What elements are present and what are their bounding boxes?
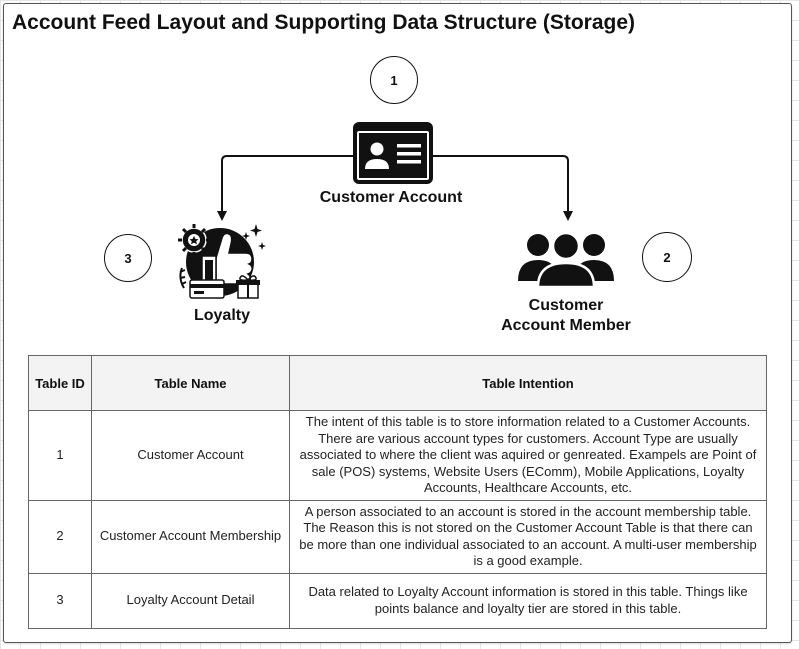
table-header-row: Table ID Table Name Table Intention (28, 355, 767, 411)
header-table-intention: Table Intention (289, 355, 767, 411)
cell-id: 3 (28, 572, 92, 629)
cell-intention: A person associated to an account is sto… (289, 499, 767, 574)
cell-name: Loyalty Account Detail (91, 572, 290, 629)
table-definitions: Table ID Table Name Table Intention 1 Cu… (28, 355, 767, 629)
cell-id: 2 (28, 499, 92, 574)
cell-name: Customer Account (91, 410, 290, 501)
cell-intention: Data related to Loyalty Account informat… (289, 572, 767, 629)
node-number-2: 2 (642, 232, 692, 282)
cell-id: 1 (28, 410, 92, 501)
cell-name: Customer Account Membership (91, 499, 290, 574)
header-table-name: Table Name (91, 355, 290, 411)
loyalty-label: Loyalty (193, 307, 250, 324)
member-label-line2: Account Member (501, 317, 631, 334)
node-number-3: 3 (104, 234, 152, 282)
table-row: 3 Loyalty Account Detail Data related to… (28, 572, 767, 629)
people-group-icon (518, 231, 614, 289)
loyalty-thumbs-up-icon (178, 224, 266, 299)
member-label: Customer Account Member (486, 296, 646, 336)
member-label-line1: Customer (528, 297, 604, 314)
diagram-title: Account Feed Layout and Supporting Data … (12, 11, 636, 34)
node-number-1: 1 (370, 56, 418, 104)
id-card-icon (353, 122, 433, 184)
table-row: 1 Customer Account The intent of this ta… (28, 410, 767, 501)
connector-to-loyalty (217, 155, 353, 221)
header-table-id: Table ID (28, 355, 92, 411)
table-row: 2 Customer Account Membership A person a… (28, 499, 767, 574)
connector-to-member (433, 155, 573, 221)
customer-account-label: Customer Account (319, 189, 463, 206)
cell-intention: The intent of this table is to store inf… (289, 410, 767, 501)
